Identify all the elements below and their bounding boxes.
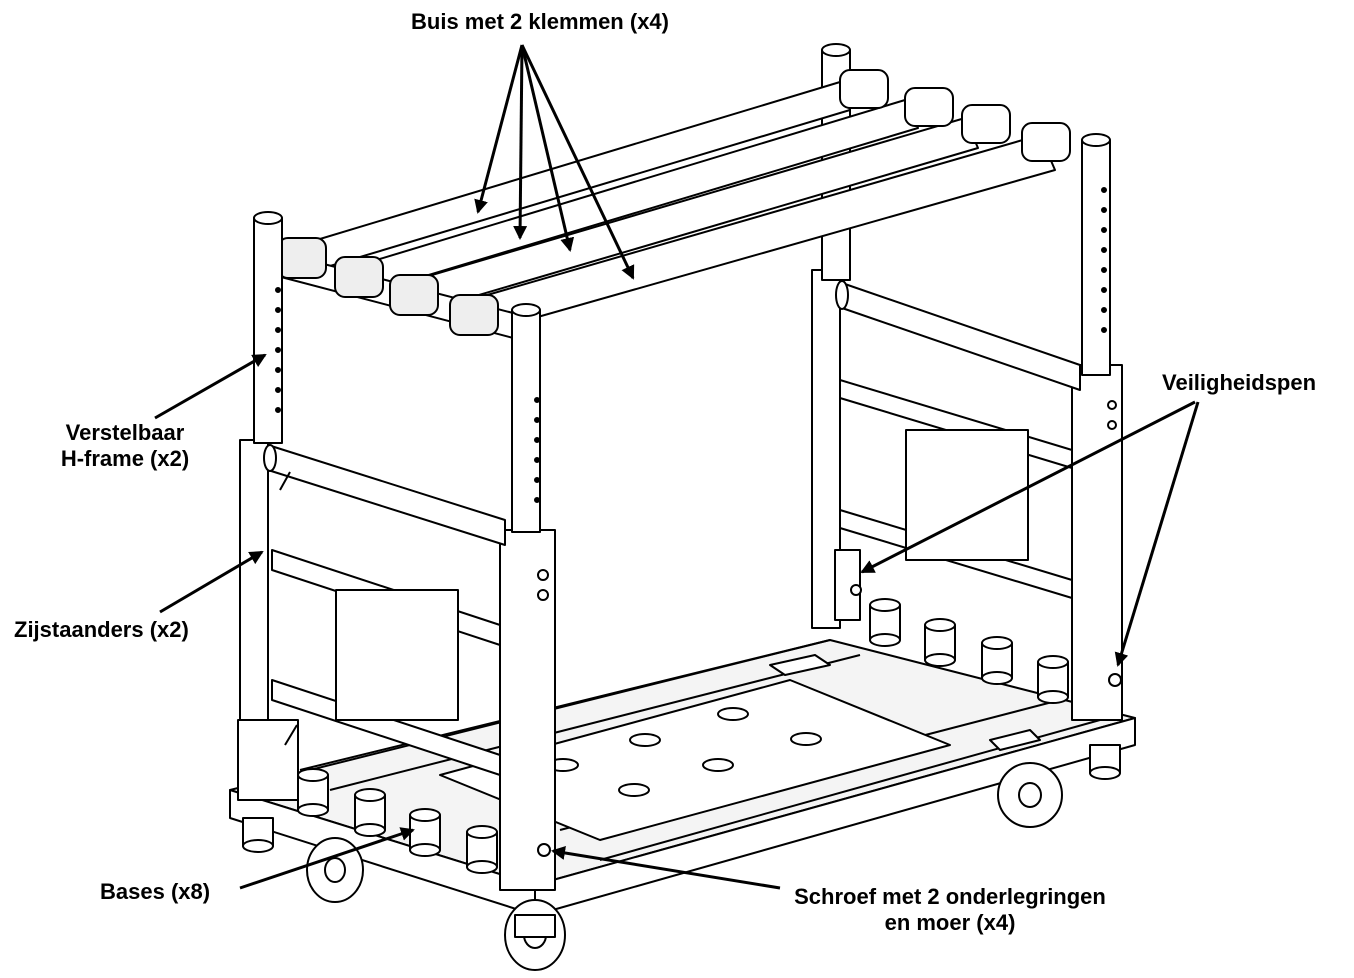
wheel xyxy=(1089,744,1121,780)
clamp xyxy=(334,256,384,298)
side-stand-left xyxy=(237,439,556,891)
wheel xyxy=(504,899,566,971)
h-frame-front xyxy=(253,211,541,533)
label-tubes: Buis met 2 klemmen (x4) xyxy=(411,9,669,34)
label-screw: Schroef met 2 onderlegringen en moer (x4… xyxy=(760,884,1140,936)
arrow-side-stands xyxy=(159,550,264,614)
clamp xyxy=(1021,122,1071,162)
base-socket xyxy=(466,825,498,874)
base-socket xyxy=(1037,655,1069,704)
label-bases: Bases (x8) xyxy=(100,879,211,904)
arrow-tubes-2 xyxy=(513,44,528,240)
wheel xyxy=(306,837,364,903)
arrow-bases xyxy=(239,827,415,890)
base-socket xyxy=(869,598,901,647)
label-screw-line1: Schroef met 2 onderlegringen xyxy=(794,884,1106,909)
clamp xyxy=(449,294,499,336)
wheel xyxy=(997,762,1063,828)
clamp xyxy=(277,237,327,279)
label-hframe-line1: Verstelbaar xyxy=(65,420,185,445)
label-hframe-line2: H-frame (x2) xyxy=(60,446,190,471)
wheel xyxy=(242,817,274,853)
clamp xyxy=(839,69,889,109)
base-socket xyxy=(924,618,956,667)
clamp xyxy=(904,87,954,127)
arrow-hframe xyxy=(154,353,267,420)
base-socket xyxy=(297,768,329,817)
clamp xyxy=(961,104,1011,144)
base-socket xyxy=(409,808,441,857)
arrow-safety-pin-1 xyxy=(860,400,1196,574)
base-socket xyxy=(981,636,1013,685)
arrow-safety-pin-2 xyxy=(1114,401,1200,667)
arrow-tubes-1 xyxy=(474,44,524,214)
arrow-screw xyxy=(551,846,781,890)
label-safety-pin: Veiligheidspen xyxy=(1162,370,1317,395)
arrow-tubes-4 xyxy=(520,44,635,280)
label-hframe: Verstelbaar H-frame (x2) xyxy=(40,420,210,472)
base-socket xyxy=(354,788,386,837)
clamp xyxy=(389,274,439,316)
label-screw-line2: en moer (x4) xyxy=(884,910,1016,935)
arrow-tubes-3 xyxy=(520,44,575,252)
label-side-stands: Zijstaanders (x2) xyxy=(14,617,189,642)
